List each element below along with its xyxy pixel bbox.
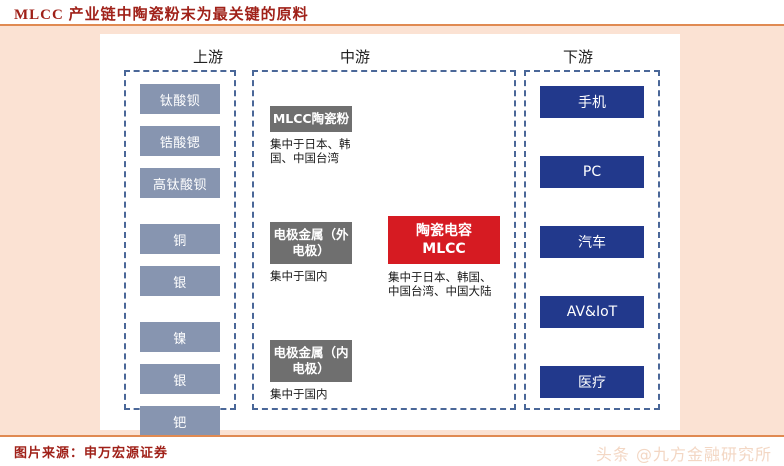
- column-header-midstream: 中游: [339, 48, 370, 66]
- product-label-line1: 陶瓷电容: [416, 223, 472, 239]
- midstream-stage-2-caption: 集中于国内: [270, 387, 328, 401]
- diagram-panel: 上游 中游 下游 钛酸钡 锆酸锶 高钛酸钡 铜 银 镍 银 钯 MLCC陶瓷粉 …: [100, 34, 680, 436]
- upstream-item-7: 钯: [140, 406, 220, 436]
- downstream-item-0: 手机: [540, 86, 644, 118]
- column-header-downstream: 下游: [562, 48, 593, 66]
- title-bar: MLCC 产业链中陶瓷粉末为最关键的原料: [0, 0, 784, 26]
- diagram-canvas: 上游 中游 下游 钛酸钡 锆酸锶 高钛酸钡 铜 银 镍 银 钯 MLCC陶瓷粉 …: [0, 26, 784, 436]
- midstream-stage-0: MLCC陶瓷粉 集中于日本、韩国、中国台湾: [270, 106, 352, 165]
- midstream-stage-1-label: 电极金属（外电极）: [270, 222, 352, 264]
- upstream-item-4: 银: [140, 266, 220, 296]
- footer-bar: 图片来源：申万宏源证券 头条 @九方金融研究所: [0, 435, 784, 466]
- downstream-item-4: 医疗: [540, 366, 644, 398]
- midstream-product-mlcc: 陶瓷电容 MLCC 集中于日本、韩国、中国台湾、中国大陆: [388, 216, 500, 298]
- upstream-item-2: 高钛酸钡: [140, 168, 220, 198]
- upstream-item-0: 钛酸钡: [140, 84, 220, 114]
- product-caption: 集中于日本、韩国、中国台湾、中国大陆: [388, 270, 492, 298]
- midstream-stage-1-caption: 集中于国内: [270, 269, 328, 283]
- downstream-group-box: [524, 70, 660, 410]
- midstream-stage-1: 电极金属（外电极） 集中于国内: [270, 222, 352, 283]
- downstream-item-1: PC: [540, 156, 644, 188]
- watermark-text: 头条 @九方金融研究所: [595, 445, 772, 464]
- midstream-group-box: [252, 70, 516, 410]
- upstream-item-5: 镍: [140, 322, 220, 352]
- midstream-stage-0-caption: 集中于日本、韩国、中国台湾: [270, 137, 351, 165]
- midstream-stage-2-label: 电极金属（内电极）: [270, 340, 352, 382]
- upstream-item-1: 锆酸锶: [140, 126, 220, 156]
- product-label-line2: MLCC: [422, 241, 466, 257]
- upstream-item-6: 银: [140, 364, 220, 394]
- midstream-stage-2: 电极金属（内电极） 集中于国内: [270, 340, 352, 401]
- downstream-item-2: 汽车: [540, 226, 644, 258]
- footer-source-text: 图片来源：申万宏源证券: [14, 445, 169, 460]
- product-label: 陶瓷电容 MLCC: [388, 216, 500, 264]
- column-header-upstream: 上游: [192, 48, 223, 66]
- downstream-item-3: AV&IoT: [540, 296, 644, 328]
- upstream-item-3: 铜: [140, 224, 220, 254]
- midstream-stage-0-label: MLCC陶瓷粉: [270, 106, 352, 132]
- page-title: MLCC 产业链中陶瓷粉末为最关键的原料: [14, 7, 309, 23]
